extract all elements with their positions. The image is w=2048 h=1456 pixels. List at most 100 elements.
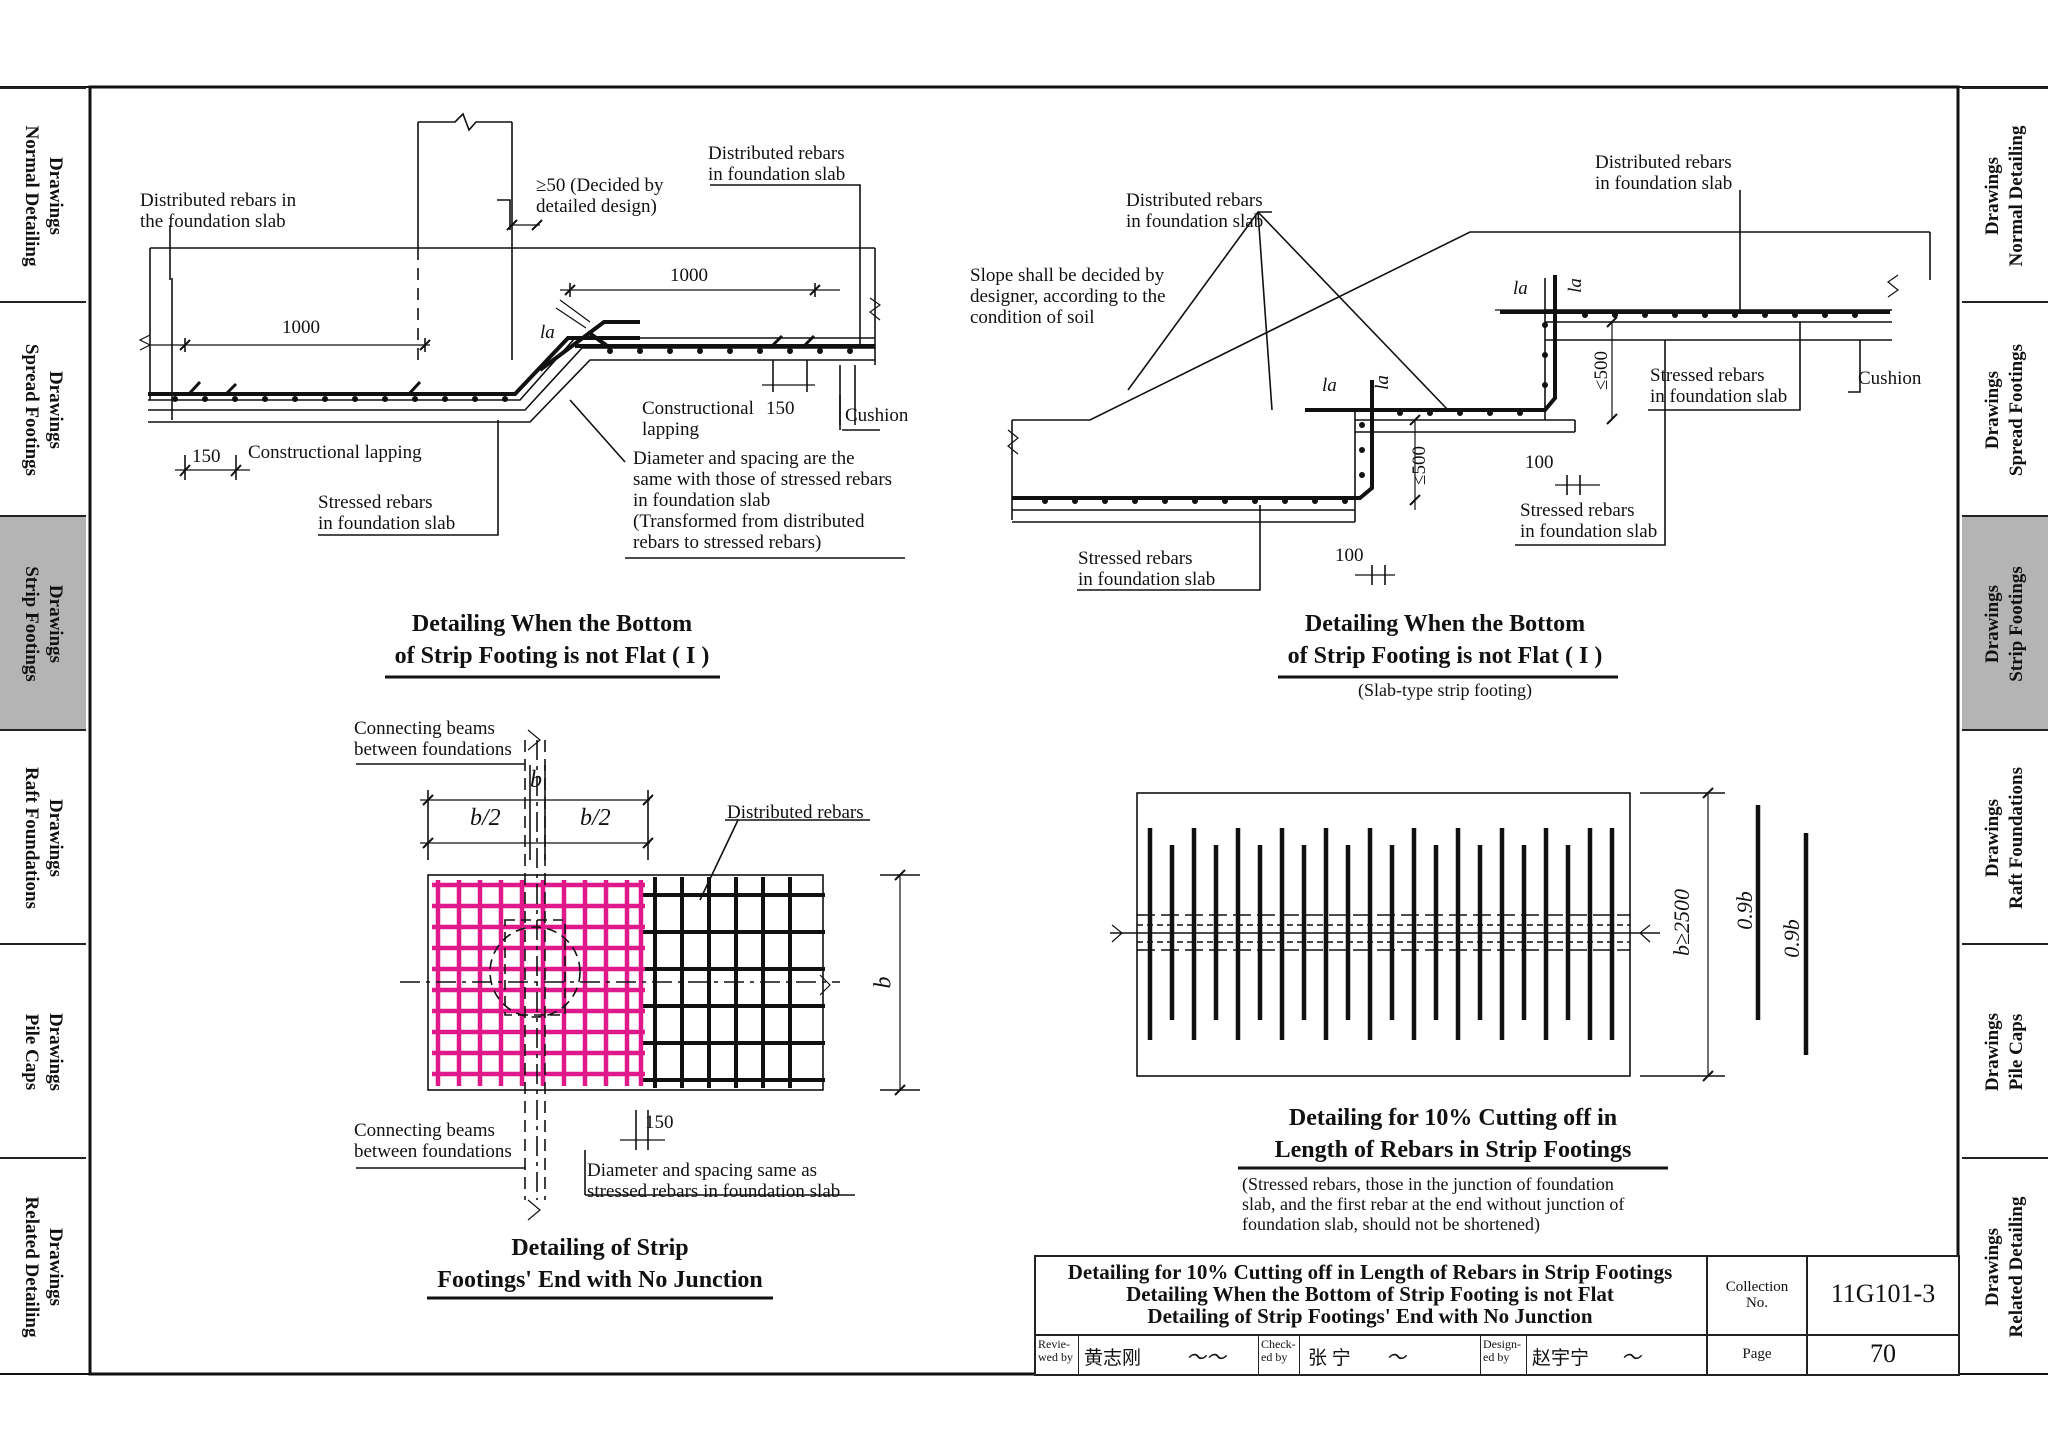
collection-label: Collection No. xyxy=(1708,1279,1806,1311)
tab-label: Spread Footings xyxy=(21,343,42,477)
label-line: stressed rebars in foundation slab xyxy=(587,1181,841,1202)
label-line: Stressed rebars xyxy=(1078,548,1193,569)
tab-label: Drawings xyxy=(45,1012,66,1092)
detail3-title: Detailing of Strip Footings' End with No… xyxy=(410,1232,790,1296)
label-b-half-left: b/2 xyxy=(470,805,501,831)
detail2-subtitle: (Slab-type strip footing) xyxy=(1358,680,1532,700)
label-line: in foundation slab xyxy=(1595,173,1733,194)
tab-label: Drawings xyxy=(1982,584,2003,664)
detail4-note: (Stressed rebars, those in the junction … xyxy=(1242,1174,1624,1234)
dim-1000-right: 1000 xyxy=(670,265,708,286)
magenta-mesh xyxy=(432,880,645,1086)
detail3-drawing xyxy=(356,729,920,1221)
title-line: Detailing of Strip xyxy=(511,1235,689,1261)
title-line: of Strip Footing is not Flat ( I ) xyxy=(394,643,710,669)
tab-label: Normal Detailing xyxy=(21,125,42,267)
label-b: b xyxy=(530,767,542,793)
label-ge50: ≥50 (Decided by detailed design) xyxy=(536,175,664,217)
label-line: between foundations xyxy=(354,1141,512,1162)
label-line: Distributed rebars xyxy=(708,143,845,164)
label-line: detailed design) xyxy=(536,196,657,217)
title-line: Footings' End with No Junction xyxy=(437,1267,763,1293)
label-line: Diameter and spacing same as xyxy=(587,1160,818,1181)
label-09b-b: 0.9b xyxy=(1778,919,1804,958)
label-line: Stressed rebars xyxy=(1650,365,1765,386)
detail4-drawing xyxy=(1110,787,1809,1082)
label-b-side: b xyxy=(870,976,897,989)
label-line: No. xyxy=(1745,1295,1769,1311)
label-distributed-3: Distributed rebars xyxy=(727,802,864,823)
tab-label: Drawings xyxy=(45,370,66,450)
tab-label: Pile Caps xyxy=(2006,1013,2027,1091)
label-line: in foundation slab xyxy=(318,513,456,534)
collection-number: 11G101-3 xyxy=(1830,1279,1936,1308)
label-line: Distributed rebars in xyxy=(140,190,297,211)
label-line: in foundation slab xyxy=(1078,569,1216,590)
tab-label: Drawings xyxy=(1982,370,2003,450)
page-label: Page xyxy=(1742,1346,1772,1362)
title-block-line: Detailing When the Bottom of Strip Footi… xyxy=(1126,1282,1614,1306)
label-line: the foundation slab xyxy=(140,211,286,232)
label-distributed-right: Distributed rebars in foundation slab xyxy=(708,143,845,185)
tab-label: Raft Foundations xyxy=(2006,767,2027,909)
label-line: ed by xyxy=(1483,1350,1510,1364)
checker-signature: 〜 xyxy=(1386,1345,1406,1369)
tab-label: Raft Foundations xyxy=(21,767,42,909)
tab-label: Drawings xyxy=(1982,1012,2003,1092)
note-line: (Stressed rebars, those in the junction … xyxy=(1242,1174,1614,1194)
note-line: (Transformed from distributed xyxy=(633,511,865,532)
label-b-ge-2500: b≥2500 xyxy=(1669,888,1695,957)
note-line: same with those of stressed rebars xyxy=(633,469,893,490)
title-line: of Strip Footing is not Flat ( I ) xyxy=(1287,643,1603,669)
note-line: slab, and the first rebar at the end wit… xyxy=(1242,1194,1625,1214)
label-line: lapping xyxy=(642,419,699,440)
title-line: Detailing When the Bottom xyxy=(411,611,693,637)
title-block-line: Detailing for 10% Cutting off in Length … xyxy=(1067,1260,1673,1284)
reviewer-name: 黄志刚 xyxy=(1084,1348,1142,1369)
label-diameter: Diameter and spacing same as stressed re… xyxy=(587,1160,840,1202)
designer-signature: 〜 xyxy=(1621,1345,1641,1369)
label-distributed-top: Distributed rebars in foundation slab xyxy=(1595,152,1732,194)
tab-label: Spread Footings xyxy=(2006,343,2027,477)
label-line: Connecting beams xyxy=(354,1120,495,1141)
tab-label: Related Detailing xyxy=(21,1196,42,1338)
dim-100-left: 100 xyxy=(1335,545,1364,566)
label-la-upper-2: la xyxy=(1564,278,1586,293)
designed-label: Design- ed by xyxy=(1483,1338,1521,1364)
label-b-half-right: b/2 xyxy=(580,805,611,831)
tab-label: Drawings xyxy=(45,156,66,236)
dim-100-right: 100 xyxy=(1525,452,1554,473)
note-line: Diameter and spacing are the xyxy=(633,448,855,469)
dim-150-right: 150 xyxy=(766,398,795,419)
label-line: in foundation slab xyxy=(1650,386,1788,407)
label-line: condition of soil xyxy=(970,307,1095,328)
detail4-title: Detailing for 10% Cutting off in Length … xyxy=(1228,1102,1678,1166)
label-line: Distributed rebars xyxy=(1595,152,1732,173)
label-connecting-top: Connecting beams between foundations xyxy=(354,718,512,760)
label-line: Distributed rebars xyxy=(1126,190,1263,211)
label-line: in foundation slab xyxy=(708,164,846,185)
label-cushion-2: Cushion xyxy=(1858,368,1922,389)
detail1-title: Detailing When the Bottom of Strip Footi… xyxy=(372,608,732,672)
tab-label: Drawings xyxy=(45,1227,66,1307)
title-block-title: Detailing for 10% Cutting off in Length … xyxy=(1040,1261,1700,1327)
title-block-line: Detailing of Strip Footings' End with No… xyxy=(1147,1304,1593,1328)
tab-label: Normal Detailing xyxy=(2006,125,2027,267)
dim-500-upper: ≤500 xyxy=(1590,351,1612,390)
label-line: Check- xyxy=(1261,1337,1296,1351)
label-line: in foundation slab xyxy=(1520,521,1658,542)
tab-label: Drawings xyxy=(1982,798,2003,878)
